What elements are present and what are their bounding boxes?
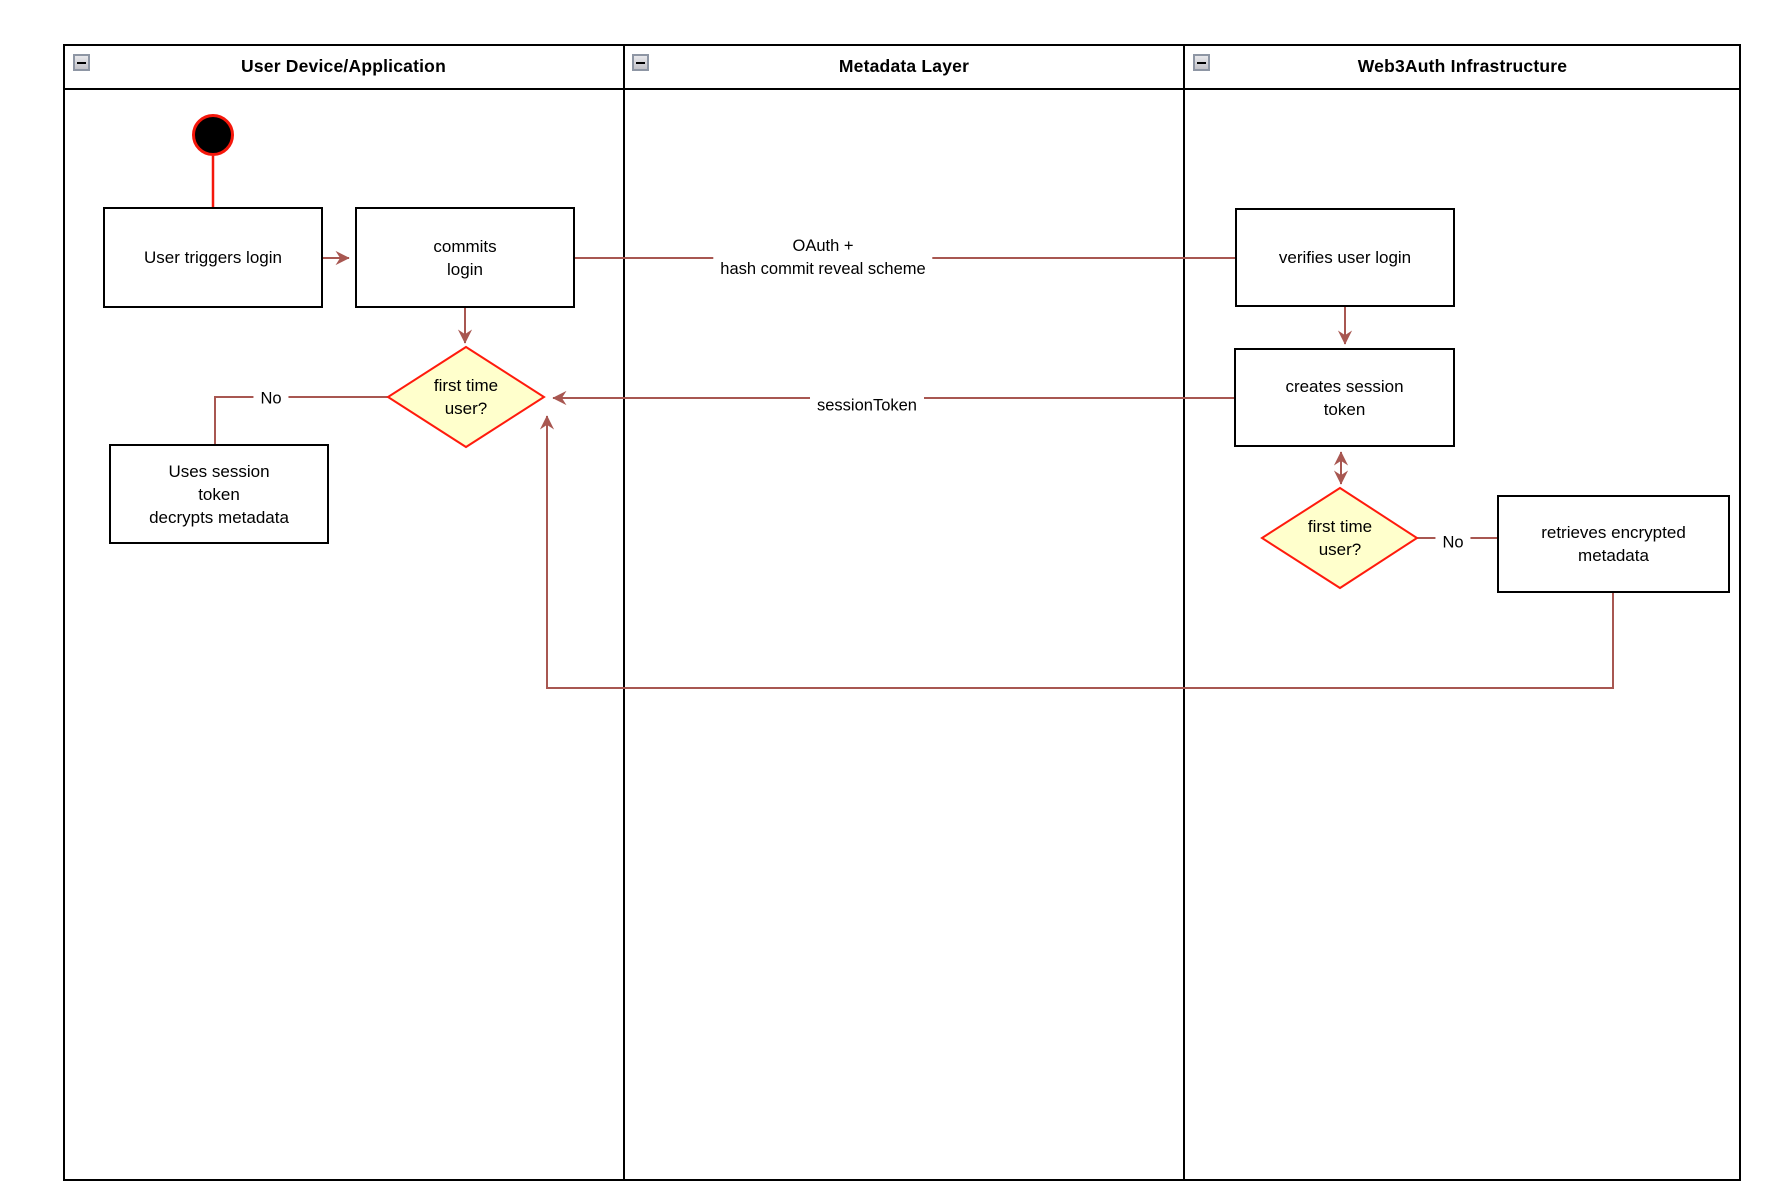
- swimlane-header-row: [63, 44, 1741, 90]
- lane-title-web3auth: Web3Auth Infrastructure: [1357, 55, 1568, 76]
- lane-divider-2: [1183, 44, 1185, 1181]
- lane-divider-1: [623, 44, 625, 1181]
- action-creates-session-token[interactable]: creates session token: [1234, 348, 1455, 447]
- action-retrieves-encrypted-metadata[interactable]: retrieves encrypted metadata: [1497, 495, 1730, 593]
- action-uses-session-token[interactable]: Uses session token decrypts metadata: [109, 444, 329, 544]
- lane-header-metadata-layer: Metadata Layer: [624, 44, 1184, 88]
- swimlane-frame: [63, 44, 1741, 1181]
- lane-title-user-device: User Device/Application: [241, 55, 446, 76]
- collapse-lane-icon[interactable]: [632, 54, 649, 71]
- minus-icon: [636, 61, 645, 64]
- collapse-lane-icon[interactable]: [73, 54, 90, 71]
- lane-header-web3auth: Web3Auth Infrastructure: [1184, 44, 1741, 88]
- collapse-lane-icon[interactable]: [1193, 54, 1210, 71]
- action-commits-login[interactable]: commits login: [355, 207, 575, 308]
- action-user-triggers-login[interactable]: User triggers login: [103, 207, 323, 308]
- lane-header-user-device: User Device/Application: [63, 44, 624, 88]
- minus-icon: [1197, 61, 1206, 64]
- edge-label-no-infra: No: [1435, 530, 1471, 556]
- initial-node[interactable]: [192, 114, 234, 156]
- minus-icon: [77, 61, 86, 64]
- decision-label-first-time-user-infra: first time user?: [1307, 517, 1373, 559]
- edge-label-no-app: No: [253, 386, 289, 412]
- edge-label-oauth-hash-commit: OAuth + hash commit reveal scheme: [713, 234, 933, 282]
- action-verifies-user-login[interactable]: verifies user login: [1235, 208, 1455, 307]
- lane-title-metadata-layer: Metadata Layer: [838, 55, 970, 76]
- decision-label-first-time-user-app: first time user?: [433, 376, 499, 418]
- edge-label-session-token: sessionToken: [810, 393, 924, 419]
